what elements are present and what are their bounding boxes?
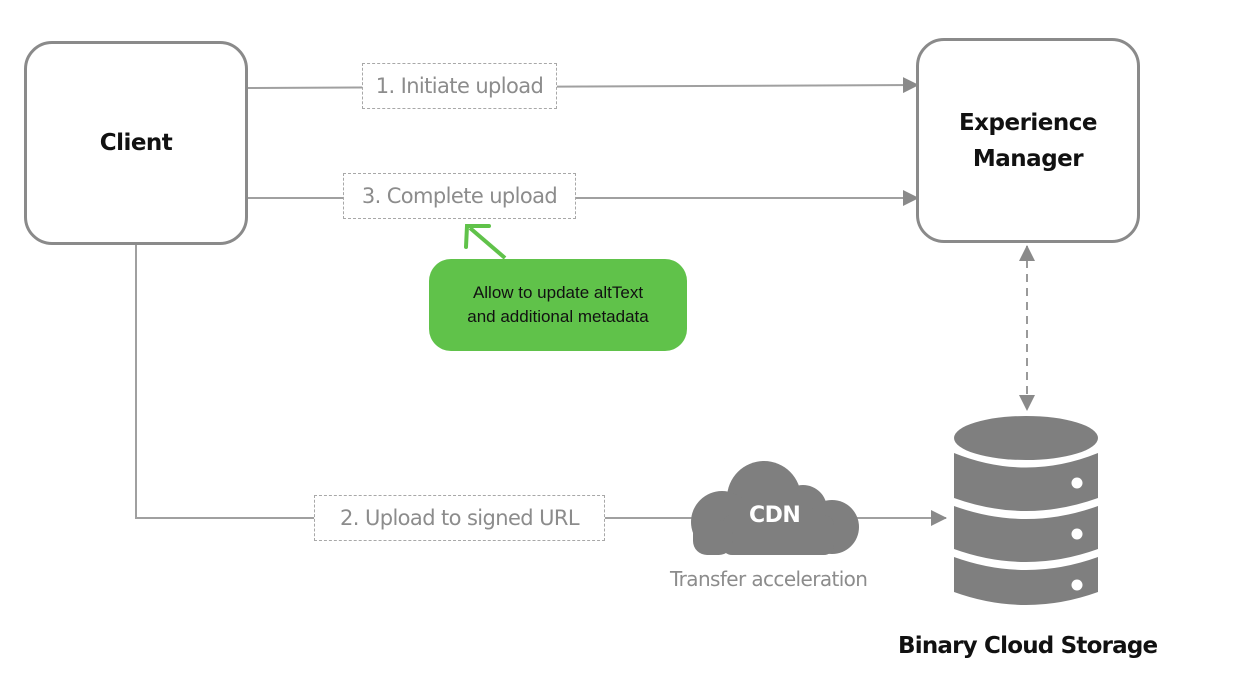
connector-initiate [246,77,919,94]
cdn-cloud-icon [691,461,859,555]
experience-manager-label-line2: Manager [972,145,1084,172]
database-icon [954,416,1098,605]
step-complete-upload: 3. Complete upload [343,173,576,219]
cdn-label: CDN [749,503,801,528]
step-initiate-upload: 1. Initiate upload [362,63,557,109]
experience-manager-node: Experience Manager [916,38,1140,243]
callout-line1: Allow to update altText [472,283,644,302]
client-label: Client [99,130,173,156]
step-upload-text: 2. Upload to signed URL [340,506,580,530]
cdn-caption: Transfer acceleration [670,567,868,591]
step-complete-text: 3. Complete upload [361,184,558,208]
experience-manager-label-line1: Experience [958,109,1098,136]
callout-arrow-icon [464,224,507,260]
metadata-callout: Allow to update altText and additional m… [429,259,687,351]
step-upload-signed-url: 2. Upload to signed URL [314,495,605,541]
callout-line2: and additional metadata [467,307,649,326]
client-node: Client [24,41,248,245]
storage-label: Binary Cloud Storage [898,633,1158,659]
step-initiate-text: 1. Initiate upload [375,74,544,98]
